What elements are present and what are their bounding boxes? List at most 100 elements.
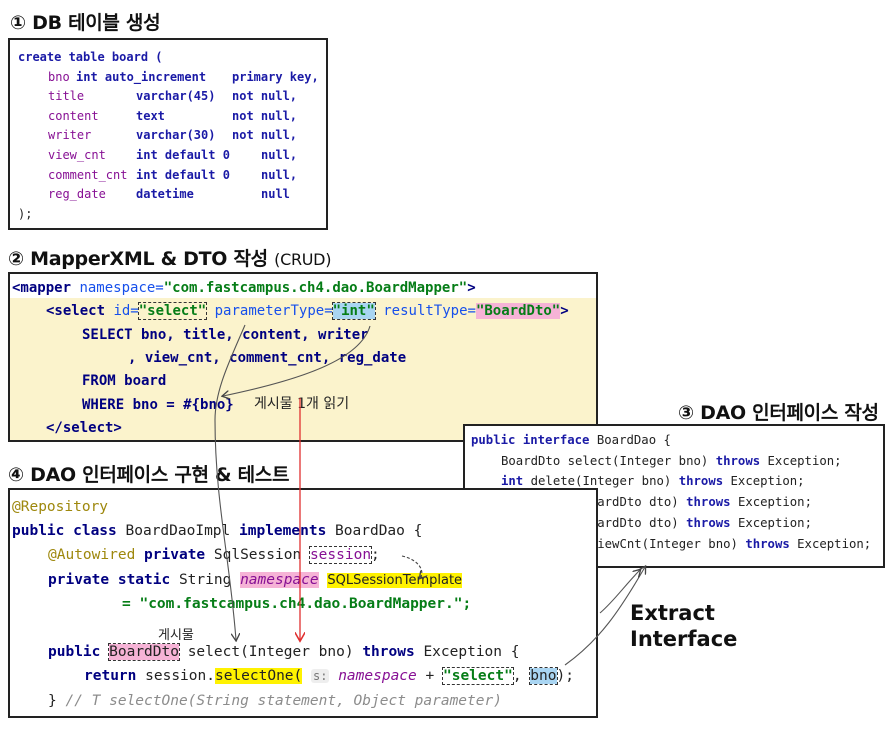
exception-type: Exception { (423, 644, 520, 661)
heading-mapper-dto-crud: (CRUD) (274, 250, 332, 269)
sql-from-clause: FROM board (82, 373, 167, 390)
sql-col-constraint: null, (261, 167, 298, 182)
iface-throws: throws (715, 453, 761, 468)
param-hint: s: (311, 669, 330, 684)
mapper-line1-bg (10, 274, 596, 298)
note-read-one-post: 게시물 1개 읽기 (254, 396, 350, 412)
arrow-int-to-bno (223, 325, 371, 396)
mapper-open-tag: <mapper (12, 280, 72, 296)
private-keyword: private (144, 547, 206, 564)
select-id-string: "select" (441, 667, 514, 686)
string-type: String (178, 571, 232, 588)
sql-col-name: content (48, 108, 99, 123)
sql-col-name: reg_date (48, 187, 106, 202)
return-keyword: return (84, 668, 137, 685)
sql-where-clause: bno = #{bno} (132, 396, 234, 413)
sql-code: create table board ( bno int auto_increm… (18, 48, 323, 224)
dao-interface-box: public interface BoardDao { BoardDto sel… (463, 424, 885, 571)
iface-exception: Exception; (730, 474, 805, 489)
sql-box: create table board ( bno int auto_increm… (8, 38, 328, 230)
iface-decl-keyword: public interface (471, 433, 590, 447)
namespace-field: namespace (240, 571, 319, 588)
heading-mapper-dto-main: ② MapperXML & DTO 작성 (8, 248, 268, 270)
iface-throws: throws (686, 495, 731, 510)
extract-label-line2: Interface (630, 627, 738, 651)
sql-col-constraint: null (261, 187, 290, 202)
method-close-brace: } (48, 692, 57, 709)
session-field: session (308, 546, 373, 565)
select-resulttype-attr: resultType= (383, 303, 476, 320)
iface-throws: throws (686, 515, 731, 530)
select-resulttype-value: "BoardDto" (475, 303, 561, 320)
arrow-id-to-select (214, 324, 246, 640)
iface-exception: Exception; (737, 515, 812, 530)
sql-select-clause-cont: , view_cnt, comment_cnt, reg_date (128, 349, 407, 366)
select-open-end: > (560, 303, 569, 320)
plus-operator: + (425, 668, 435, 685)
select-close-tag: </select> (46, 419, 122, 436)
heading-db-table: ① DB 테이블 생성 (10, 12, 161, 34)
implemented-interface: BoardDao { (335, 523, 423, 540)
sql-col-type: varchar(45) (136, 89, 216, 104)
arrow-extract-interface (599, 570, 640, 614)
sql-end: ); (18, 206, 33, 221)
arrow-session-note (401, 555, 422, 578)
session-ref: session. (145, 668, 215, 685)
note-sqlsessiontemplate: SQLSessionTemplate (327, 572, 463, 588)
select-paramtype-attr: parameterType= (214, 303, 333, 320)
bno-arg: bno (529, 667, 558, 686)
sqlsession-type: SqlSession (213, 547, 302, 564)
sql-col-type: int default 0 (136, 148, 230, 162)
namespace-value: = "com.fastcampus.ch4.dao.BoardMapper."; (122, 595, 472, 612)
select-paramtype-value: "int" (331, 302, 376, 321)
sql-col-constraint: not null, (232, 128, 298, 143)
sql-col-constraint: not null, (232, 89, 298, 104)
sql-col-constraint: primary key, (232, 69, 319, 84)
heading-dao-interface: ③ DAO 인터페이스 작성 (678, 402, 879, 424)
mapper-select-bg (10, 298, 596, 440)
select-open-tag: <select (46, 303, 106, 320)
heading-mapper-dto: ② MapperXML & DTO 작성 (CRUD) (8, 244, 331, 271)
call-end: ); (556, 668, 574, 685)
sql-select-clause: SELECT bno, title, content, writer (82, 326, 369, 343)
return-type-boarddto: BoardDto (108, 643, 180, 662)
select-id-attr: id= (113, 303, 139, 320)
throws-keyword: throws (362, 644, 415, 661)
iface-throws: throws (678, 474, 724, 489)
sql-col-constraint: null, (261, 148, 298, 162)
dao-impl-code: @Repository public class BoardDaoImpl im… (12, 495, 596, 717)
autowired-annotation: @Autowired (48, 547, 136, 564)
iface-method-delete: delete(Integer bno) (530, 474, 672, 489)
sql-col-type: text (136, 108, 165, 123)
note-post: 게시물 (158, 628, 194, 643)
mapper-namespace-attr: namespace= (79, 280, 164, 296)
selectone-comment: // T selectOne(String statement, Object … (65, 692, 502, 709)
iface-exception: Exception; (767, 453, 842, 468)
sql-col-row: bno (48, 68, 70, 88)
public-keyword: public (48, 644, 101, 661)
comma: , (512, 668, 522, 685)
namespace-ref: namespace (338, 668, 417, 685)
class-decl-keyword: public class (12, 523, 117, 540)
sql-col-name: view_cnt (48, 148, 106, 162)
sql-create-line: create table board ( (18, 50, 163, 64)
semicolon: ; (371, 547, 380, 564)
mapper-box: <mapper namespace="com.fastcampus.ch4.da… (8, 272, 598, 442)
sql-col-name: title (48, 89, 85, 104)
dao-interface-code: public interface BoardDao { BoardDto sel… (471, 430, 883, 571)
sql-col-name: comment_cnt (48, 167, 128, 182)
repository-annotation: @Repository (12, 499, 109, 515)
extract-interface-label: Extract Interface (630, 600, 737, 652)
sql-where-keyword: WHERE (82, 396, 125, 413)
mapper-open-end: > (467, 280, 476, 296)
private-static-keyword: private static (48, 571, 171, 588)
sql-col-type: varchar(30) (136, 128, 216, 143)
dao-impl-box: @Repository public class BoardDaoImpl im… (8, 488, 598, 718)
select-id-value: "select" (137, 302, 208, 321)
heading-dao-impl: ④ DAO 인터페이스 구현 & 테스트 (8, 464, 290, 486)
iface-exception: Exception; (737, 495, 812, 510)
sql-col-name: bno (48, 69, 70, 84)
implements-keyword: implements (239, 523, 327, 540)
sql-col-constraint: not null, (232, 108, 298, 123)
